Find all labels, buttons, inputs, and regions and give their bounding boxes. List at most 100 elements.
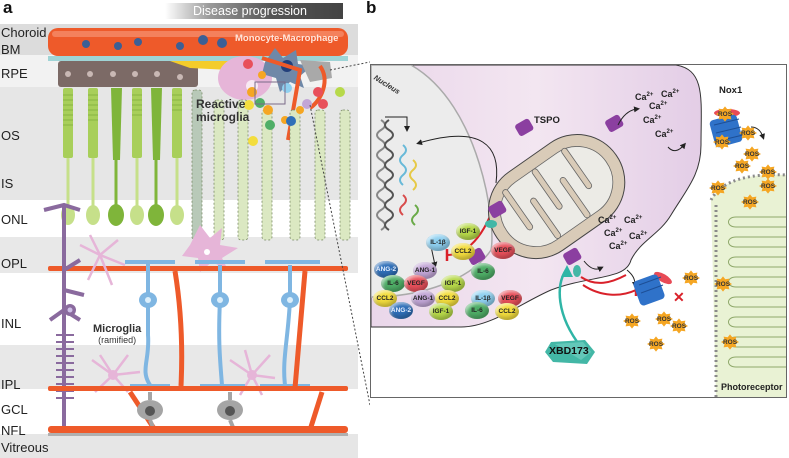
retina-illustration <box>43 28 370 436</box>
ros-molecule: ROS <box>621 312 643 330</box>
ca-ion: Ca2+ <box>649 101 667 111</box>
callout-line-top <box>329 61 370 71</box>
layer-label-opl: OPL <box>1 256 28 271</box>
ca-ion: Ca2+ <box>635 92 653 102</box>
ros-star-icon <box>733 158 751 174</box>
ros-molecule: ROS <box>714 105 736 123</box>
ros-molecule: ROS <box>680 269 702 287</box>
layer-label-ipl: IPL <box>1 377 21 392</box>
ros-molecule: ROS <box>741 145 763 163</box>
ca-text: Ca <box>604 228 616 238</box>
ros-label: ROS <box>760 182 776 190</box>
cytokine-igf1: IGF-1 <box>429 303 453 320</box>
ca-charge: 2+ <box>666 129 674 135</box>
ros-star-icon <box>716 106 734 122</box>
ca-text: Ca <box>635 92 647 102</box>
disease-progression-bar <box>165 3 343 19</box>
microglia-label: Microglia <box>93 323 142 335</box>
xbd173-ligands <box>485 220 581 277</box>
ros-molecule: ROS <box>737 124 759 142</box>
ros-star-icon <box>623 313 641 329</box>
monocyte-icons <box>82 35 227 50</box>
cytokine-vegf: VEGF <box>498 290 522 307</box>
ros-label: ROS <box>717 110 733 118</box>
muller-glia <box>43 202 85 430</box>
zoom-region-box <box>254 81 286 105</box>
bruchs-membrane <box>48 56 348 61</box>
reactive-microglia-label: Reactive microglia <box>196 98 249 124</box>
layer-label-onl: ONL <box>1 212 28 227</box>
ca-text: Ca <box>624 215 636 225</box>
ca-charge: 2+ <box>660 101 668 107</box>
ca-ion: Ca2+ <box>655 129 673 139</box>
ros-molecule: ROS <box>757 177 779 195</box>
ca-charge: 2+ <box>609 215 617 221</box>
xbd173-label: XBD173 <box>549 345 589 357</box>
photoreceptors-healthy <box>63 88 182 160</box>
band-vitreous <box>0 434 358 458</box>
ros-star-icon <box>759 178 777 194</box>
photoreceptor-label: Photoreceptor <box>721 382 783 392</box>
ros-label: ROS <box>760 168 776 176</box>
ca-charge: 2+ <box>615 228 623 234</box>
cytokine-ang2: ANG-2 <box>374 261 398 278</box>
reactive-microglia-cell <box>182 225 238 272</box>
cytokine-ccl2: CCL2 <box>495 303 519 320</box>
cytokine-igf1: IGF-1 <box>441 275 465 292</box>
panel-b-frame: Nucleus TSPO Nox1 Photoreceptor Ca2+ Ca2… <box>370 64 787 398</box>
layer-label-choroid: Choroid <box>1 25 47 40</box>
ros-label: ROS <box>710 184 726 192</box>
nfl-vessel <box>48 426 348 433</box>
ramified-microglia-opl <box>79 234 126 286</box>
ros-label: ROS <box>742 198 758 206</box>
cytokine-ang2: ANG-2 <box>389 302 413 319</box>
ros-label: ROS <box>714 138 730 146</box>
cytokine-il6: IL-6 <box>381 275 405 292</box>
ros-label: ROS <box>683 274 699 282</box>
ca-ion: Ca2+ <box>643 115 661 125</box>
ros-star-icon <box>714 276 732 292</box>
ramified-microglia-ipl <box>91 349 276 396</box>
ca-ion: Ca2+ <box>598 215 616 225</box>
layer-label-inl: INL <box>1 316 22 331</box>
layer-label-nfl: NFL <box>1 423 26 438</box>
ros-star-icon <box>647 336 665 352</box>
ros-molecule: ROS <box>707 179 729 197</box>
ros-molecule: ROS <box>731 157 753 175</box>
bipolar-cells <box>125 260 320 388</box>
ca-text: Ca <box>609 241 621 251</box>
ros-star-icon <box>743 146 761 162</box>
ros-star-icon <box>713 134 731 150</box>
ros-label: ROS <box>722 338 738 346</box>
ca-charge: 2+ <box>672 89 680 95</box>
ca-text: Ca <box>661 89 673 99</box>
opl-vessel <box>48 266 348 271</box>
ros-star-icon <box>721 334 739 350</box>
ramified-label: (ramified) <box>98 335 137 345</box>
ipl-vessel <box>48 386 348 391</box>
ca-text: Ca <box>655 129 667 139</box>
ca-charge: 2+ <box>620 241 628 247</box>
cytokine-ccl2: CCL2 <box>451 243 475 260</box>
layer-label-vitreous: Vitreous <box>1 440 49 455</box>
ros-molecule: ROS <box>653 310 675 328</box>
cytokine-il6: IL-6 <box>465 302 489 319</box>
ros-star-icon <box>759 164 777 180</box>
layer-label-bm: BM <box>1 42 21 57</box>
layer-label-gcl: GCL <box>1 402 28 417</box>
ca-text: Ca <box>643 115 655 125</box>
nox1-bottom <box>633 271 672 306</box>
ca-ion: Ca2+ <box>629 231 647 241</box>
dna-helix <box>376 119 419 231</box>
nox1-label: Nox1 <box>719 85 743 96</box>
microglia-ramified-label: Microglia (ramified) <box>93 324 141 346</box>
signal-arrow <box>416 135 498 184</box>
ca-ion: Ca2+ <box>604 228 622 238</box>
disease-progression-label: Disease progression <box>193 4 307 18</box>
cytokine-vegf: VEGF <box>404 275 428 292</box>
tspo-proteins <box>467 114 624 265</box>
ros-molecule: ROS <box>711 133 733 151</box>
reactive-label-line2: microglia <box>196 110 250 124</box>
ros-molecule: ROS <box>739 193 761 211</box>
layer-label-is: IS <box>1 176 14 191</box>
